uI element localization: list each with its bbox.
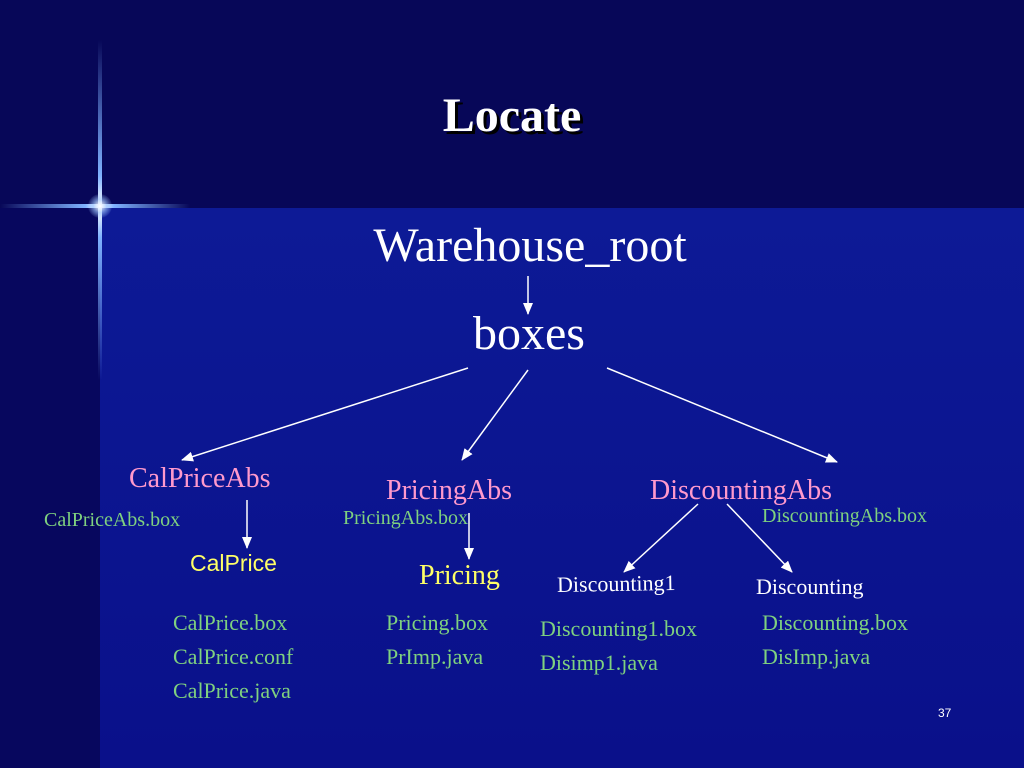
boxes-node-label: boxes xyxy=(473,307,585,360)
file-discountingabs-box: DiscountingAbs.box xyxy=(762,505,927,527)
file-primp-java: PrImp.java xyxy=(386,644,484,669)
left-band xyxy=(0,208,100,768)
file-calpriceabs-box: CalPriceAbs.box xyxy=(44,509,181,531)
slide-title: Locate xyxy=(442,89,582,142)
discounting-file-list: Discounting.box DisImp.java xyxy=(762,606,908,674)
file-disimp1-java: Disimp1.java xyxy=(540,650,658,675)
arrow-boxes-to-discountingabs xyxy=(606,367,838,463)
file-calprice-box: CalPrice.box xyxy=(173,610,288,635)
file-calprice-conf: CalPrice.conf xyxy=(173,644,294,669)
root-node-label: Warehouse_root xyxy=(373,219,687,272)
node-pricingabs: PricingAbs xyxy=(386,475,512,506)
arrow-boxes-to-pricingabs xyxy=(461,369,529,461)
node-discounting1: Discounting1 xyxy=(556,569,676,598)
arrow-discountingabs-to-discounting xyxy=(726,503,793,573)
node-calprice: CalPrice xyxy=(190,550,277,576)
file-discounting1-box: Discounting1.box xyxy=(540,616,698,641)
file-discounting-box: Discounting.box xyxy=(762,610,909,635)
node-pricing: Pricing xyxy=(419,560,500,591)
discounting1-file-list: Discounting1.box Disimp1.java xyxy=(540,612,697,680)
arrow-discountingabs-to-discounting1 xyxy=(623,503,699,573)
node-calpriceabs: CalPriceAbs xyxy=(129,463,271,494)
pricing-file-list: Pricing.box PrImp.java xyxy=(386,606,488,674)
calprice-file-list: CalPrice.box CalPrice.conf CalPrice.java xyxy=(173,606,293,708)
content-panel xyxy=(100,208,1024,768)
file-pricingabs-box: PricingAbs.box xyxy=(343,507,468,529)
arrow-boxes-to-calpriceabs xyxy=(181,367,469,462)
page-number: 37 xyxy=(938,706,952,720)
node-discounting: Discounting xyxy=(756,574,864,599)
sparkle-icon xyxy=(88,194,112,218)
header-band xyxy=(0,0,1024,208)
file-disimp-java: DisImp.java xyxy=(762,644,871,669)
file-pricing-box: Pricing.box xyxy=(386,610,489,635)
node-discountingabs: DiscountingAbs xyxy=(650,475,832,506)
file-calprice-java: CalPrice.java xyxy=(173,678,291,703)
